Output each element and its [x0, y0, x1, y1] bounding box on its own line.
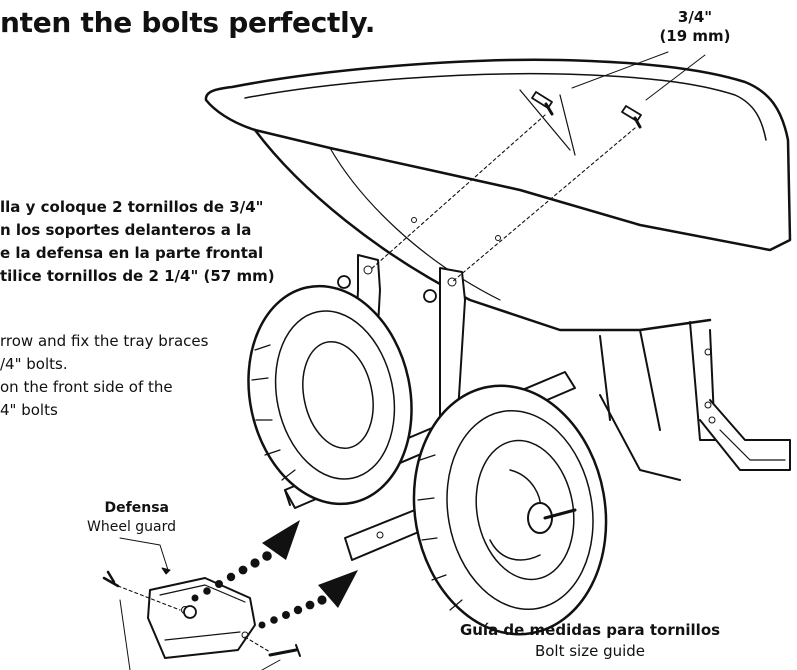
- front-wheel: [412, 384, 608, 636]
- page-heading: nten the bolts perfectly.: [0, 6, 376, 39]
- bolt-guide-caption: Guía de medidas para tornillos Bolt size…: [420, 620, 760, 662]
- direction-arrow-icon: [191, 520, 300, 602]
- wheel-guard-label-en: Wheel guard: [87, 519, 177, 535]
- instructions-spanish: lla y coloque 2 tornillos de 3/4" n los …: [0, 196, 275, 288]
- bolt-icon: [621, 105, 642, 129]
- bolt-size-imperial: 3/4": [677, 8, 713, 26]
- instruction-line: 4" bolts: [0, 401, 58, 419]
- instruction-line: lla y coloque 2 tornillos de 3/4": [0, 198, 264, 216]
- bolt-icon: [531, 91, 554, 116]
- instructions-english: rrow and fix the tray braces /4" bolts. …: [0, 330, 208, 422]
- instruction-line: n los soportes delanteros a la: [0, 221, 252, 239]
- instruction-line: /4" bolts.: [0, 355, 68, 373]
- rear-wheel: [247, 284, 413, 506]
- instruction-line: on the front side of the: [0, 378, 173, 396]
- instruction-line: e la defensa en la parte frontal: [0, 244, 264, 262]
- bolt-size-label: 3/4" (19 mm): [640, 8, 750, 46]
- wheelbarrow-tray: [204, 58, 792, 481]
- instruction-line: tilice tornillos de 2 1/4" (57 mm): [0, 267, 275, 285]
- wheel-guard-label: Defensa Wheel guard: [87, 499, 177, 537]
- bolt-guide-label-es: Guía de medidas para tornillos: [459, 621, 721, 639]
- wheel-guard-label-es: Defensa: [104, 500, 169, 516]
- direction-arrow-icon: [258, 570, 358, 629]
- bolt-guide-label-en: Bolt size guide: [534, 642, 646, 660]
- wheel-guard-illustration: [147, 577, 256, 659]
- bolt-size-metric: (19 mm): [659, 27, 731, 45]
- instruction-line: rrow and fix the tray braces: [0, 332, 209, 350]
